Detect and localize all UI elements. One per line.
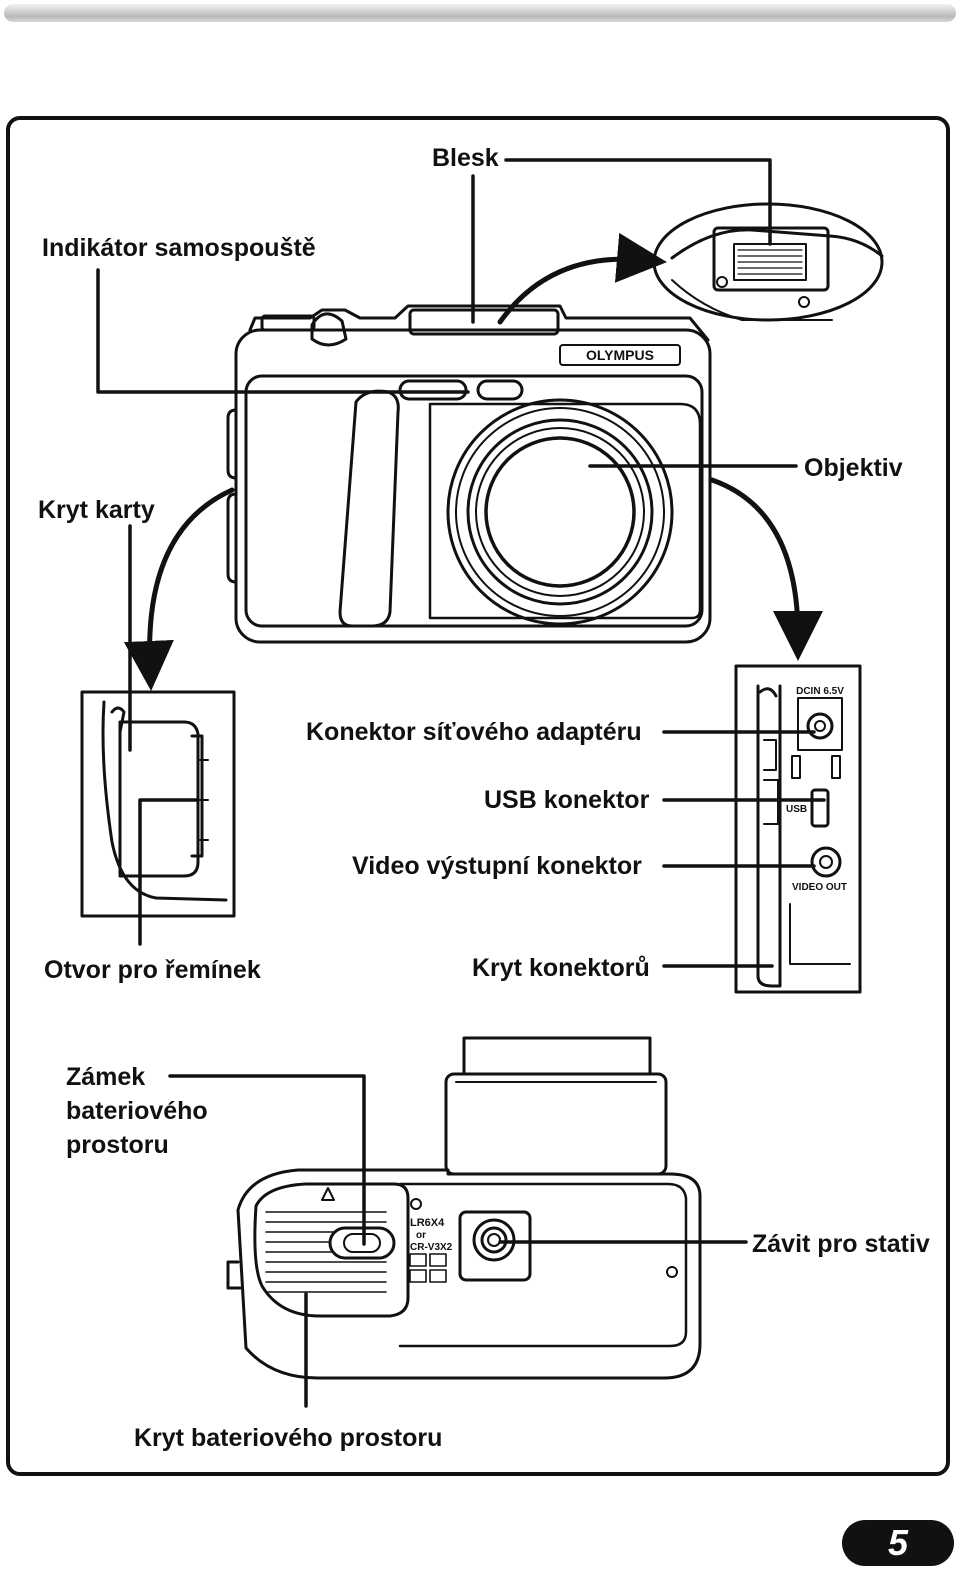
page-number: 5 [887,1522,909,1563]
connector-inset [734,664,862,994]
pointer-arrows [123,232,823,691]
page-number-badge: 5 [842,1520,954,1566]
leader-lines [96,158,826,1408]
label-tripod: Závit pro stativ [752,1230,930,1258]
label-card-cover: Kryt karty [38,496,155,524]
battery-or: or [416,1230,426,1241]
battery-type-2: CR-V3X2 [410,1242,453,1253]
label-usb: USB konektor [484,786,650,814]
label-battery-lock: Zámek bateriového prostoru [66,1063,208,1159]
video-port-mark: VIDEO OUT [792,882,847,893]
label-lens: Objektiv [804,454,903,482]
brand-mark: OLYMPUS [586,347,654,363]
battery-type-1: LR6X4 [410,1217,445,1229]
usb-port-mark: USB [786,804,807,815]
label-ac-adapter: Konektor síťového adaptéru [306,718,642,746]
label-battery-cover: Kryt bateriového prostoru [134,1424,443,1452]
flash-inset [652,202,884,322]
camera-bottom [226,1036,702,1380]
card-cover-inset [80,690,236,918]
camera-front [226,304,712,644]
label-flash: Blesk [432,144,499,172]
dcin-mark: DCIN 6.5V [796,686,844,697]
illustration-frame [6,116,950,1476]
label-self-timer: Indikátor samospouště [42,234,316,262]
label-connector-cover: Kryt konektorů [472,954,650,982]
label-video-out: Video výstupní konektor [352,852,642,880]
top-bar [4,4,956,22]
label-strap-eyelet: Otvor pro řemínek [44,956,261,984]
